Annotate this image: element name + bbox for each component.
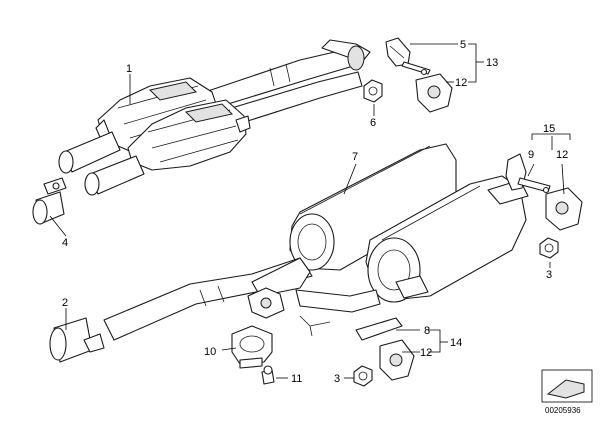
callout-14: 14 (450, 337, 462, 349)
lower-hanger-bracket-group (299, 315, 415, 387)
callout-6: 6 (370, 117, 376, 129)
callout-13: 13 (486, 57, 498, 69)
front-pipe-with-catalytic-converters (58, 39, 371, 196)
pipe-clamp-2 (49, 317, 105, 363)
callout-1: 1 (126, 63, 132, 75)
sleeve-10 (231, 325, 273, 369)
callout-15: 15 (543, 123, 555, 135)
callout-3-lower: 3 (334, 373, 340, 385)
right-hanger-bracket-group (505, 153, 583, 259)
pipe-clamp-4 (32, 177, 67, 225)
callout-2: 2 (62, 297, 68, 309)
callout-5: 5 (460, 39, 466, 51)
callout-11: 11 (291, 373, 302, 385)
callout-12-lower: 12 (420, 347, 432, 359)
callout-7: 7 (352, 151, 358, 163)
exhaust-symbol-icon (546, 379, 585, 399)
leader-lines (49, 43, 571, 379)
bolt-11 (261, 365, 275, 385)
callout-9: 9 (528, 149, 534, 161)
diagram-id: 00205936 (545, 406, 581, 415)
callout-12-right: 12 (556, 149, 568, 161)
callout-12-upper: 12 (455, 77, 467, 89)
upper-hanger-bracket-group (363, 37, 453, 113)
callout-10: 10 (204, 346, 216, 358)
callout-3-right: 3 (546, 269, 552, 281)
callout-8: 8 (424, 325, 430, 337)
callout-labels: 1 2 3 3 4 5 6 7 8 9 10 11 12 12 12 13 14… (62, 39, 568, 385)
callout-4: 4 (62, 237, 68, 249)
diagram-id-box: 00205936 (541, 369, 593, 415)
rear-silencer-assembly (103, 143, 529, 341)
